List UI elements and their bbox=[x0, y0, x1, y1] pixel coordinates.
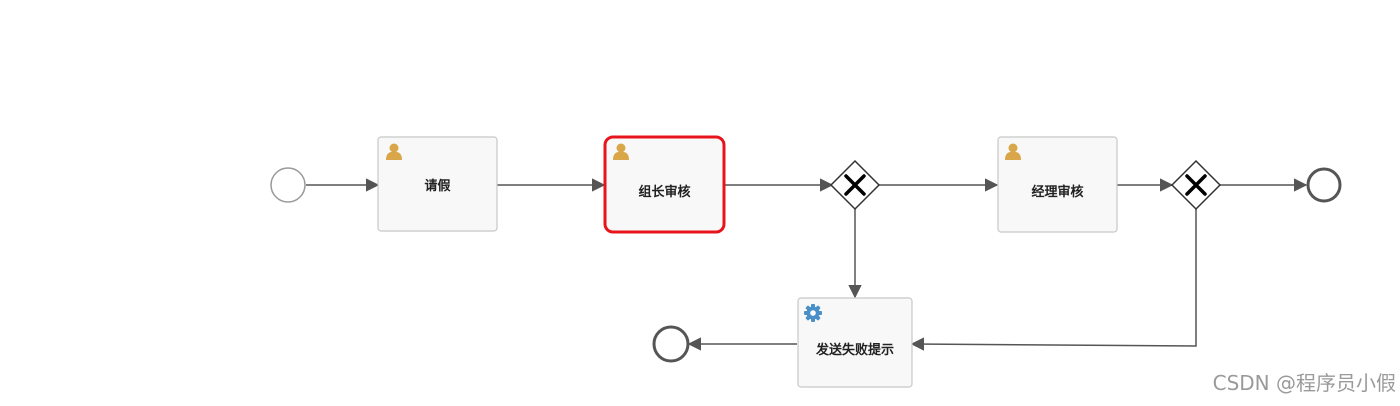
task-label: 组长审核 bbox=[638, 184, 690, 200]
end-event[interactable] bbox=[1306, 167, 1342, 203]
end-event[interactable] bbox=[652, 325, 690, 363]
start-event[interactable] bbox=[270, 167, 306, 203]
task-manager-review[interactable]: 经理审核 bbox=[997, 136, 1118, 233]
flow-gateway2-to-failure[interactable] bbox=[910, 209, 1197, 351]
exclusive-gateway[interactable] bbox=[1170, 159, 1222, 211]
task-send-failure-notice[interactable]: 发送失败提示 bbox=[797, 297, 913, 388]
exclusive-gateway[interactable] bbox=[829, 159, 881, 211]
task-leader-review[interactable]: 组长审核 bbox=[603, 135, 726, 234]
task-label: 请假 bbox=[424, 178, 451, 194]
gear-icon bbox=[804, 304, 822, 322]
task-label: 发送失败提示 bbox=[815, 342, 894, 358]
watermark: CSDN @程序员小假 bbox=[1212, 371, 1396, 395]
task-leave-request[interactable]: 请假 bbox=[377, 136, 498, 232]
task-label: 经理审核 bbox=[1031, 184, 1083, 200]
close-icon bbox=[1185, 174, 1207, 196]
close-icon bbox=[844, 174, 866, 196]
